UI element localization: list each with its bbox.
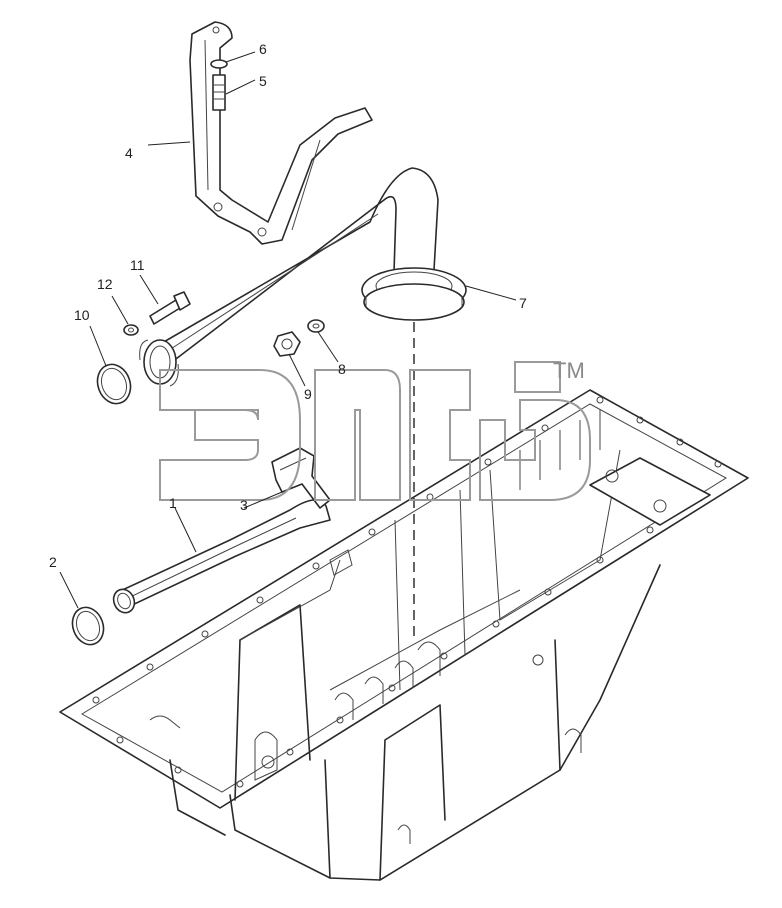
support-bracket — [189, 21, 373, 245]
suction-pipe — [139, 167, 439, 387]
callout-5: 5 — [259, 73, 267, 89]
washer-6 — [210, 59, 228, 69]
bolt-11 — [149, 291, 191, 325]
callout-8: 8 — [338, 361, 346, 377]
callout-6: 6 — [259, 41, 267, 57]
callout-11: 11 — [130, 257, 145, 273]
watermark-tm: TM — [553, 358, 585, 383]
callout-10: 10 — [74, 307, 90, 323]
o-ring-2 — [71, 606, 105, 646]
callout-leaders — [59, 51, 517, 609]
nut-9 — [273, 331, 301, 357]
gasket-8 — [307, 319, 325, 333]
o-ring-10 — [96, 363, 132, 405]
callout-3: 3 — [240, 497, 248, 513]
callout-12: 12 — [97, 276, 113, 292]
bolt-5 — [212, 74, 226, 111]
callout-1: 1 — [169, 495, 177, 511]
oil-pan — [59, 322, 749, 881]
callout-9: 9 — [304, 386, 312, 402]
inspection-cover — [589, 457, 711, 526]
pipe-flange-7 — [361, 267, 467, 321]
watermark-logo — [159, 361, 591, 501]
callout-labels: 4 5 6 7 8 9 10 11 12 1 2 3 — [49, 41, 527, 570]
washer-12 — [123, 324, 139, 336]
callout-4: 4 — [125, 145, 133, 161]
callout-2: 2 — [49, 554, 57, 570]
callout-7: 7 — [519, 295, 527, 311]
